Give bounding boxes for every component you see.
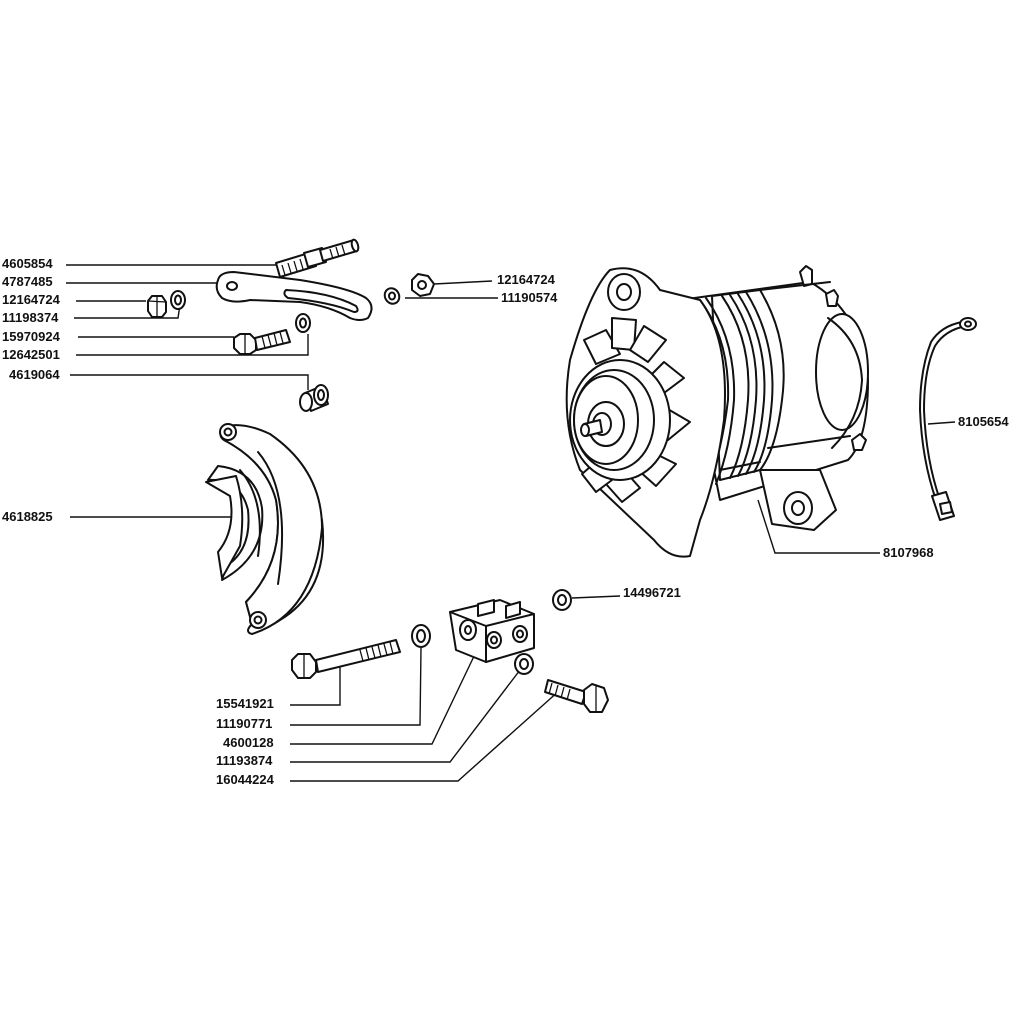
label-11193874: 11193874	[216, 753, 273, 768]
leader-4600128	[290, 651, 477, 745]
alternator-part	[565, 265, 869, 558]
bolt-16044224-part	[544, 679, 609, 713]
label-16044224: 16044224	[216, 772, 274, 787]
stud-bolt-part	[275, 238, 360, 278]
washer-14496721-part	[552, 589, 572, 611]
leader-4619064	[70, 374, 309, 390]
label-12642501: 12642501	[2, 347, 60, 362]
leader-12164724-right	[433, 280, 493, 285]
leader-8105654	[927, 421, 956, 425]
label-11190771: 11190771	[216, 716, 273, 731]
spacer-bushing-part	[299, 384, 329, 412]
leader-8107968	[757, 499, 880, 554]
leader-lines	[66, 264, 956, 782]
leader-15541921	[290, 666, 341, 706]
label-15970924: 15970924	[2, 329, 60, 344]
nut-washer-right-part	[383, 273, 435, 305]
label-12164724-left: 12164724	[2, 292, 60, 307]
washer-11193874-part	[514, 653, 534, 675]
label-15541921: 15541921	[216, 696, 274, 711]
label-4618825: 4618825	[2, 509, 53, 524]
label-8105654: 8105654	[958, 414, 1009, 429]
label-8107968: 8107968	[883, 545, 934, 560]
label-4605854: 4605854	[2, 256, 53, 271]
nut-washer-left-part	[147, 290, 186, 318]
leader-11193874	[290, 669, 521, 763]
label-11198374: 11198374	[2, 310, 59, 325]
pulley-shield-part	[205, 423, 325, 635]
label-4619064: 4619064	[9, 367, 60, 382]
adjusting-bracket-part	[215, 271, 373, 321]
leader-12642501	[76, 334, 309, 356]
mounting-block-part	[449, 599, 535, 663]
long-bolt-part	[291, 639, 401, 679]
label-4600128: 4600128	[223, 735, 274, 750]
label-4787485: 4787485	[2, 274, 53, 289]
ground-cable-part	[919, 317, 977, 521]
short-bolt-part	[233, 313, 311, 355]
label-11190574: 11190574	[501, 290, 558, 305]
label-14496721: 14496721	[623, 585, 681, 600]
label-12164724-right: 12164724	[497, 272, 555, 287]
leader-11190771	[290, 647, 422, 726]
leader-14496721	[571, 595, 621, 599]
leader-16044224	[290, 689, 561, 782]
washer-11190771-part	[411, 624, 431, 648]
